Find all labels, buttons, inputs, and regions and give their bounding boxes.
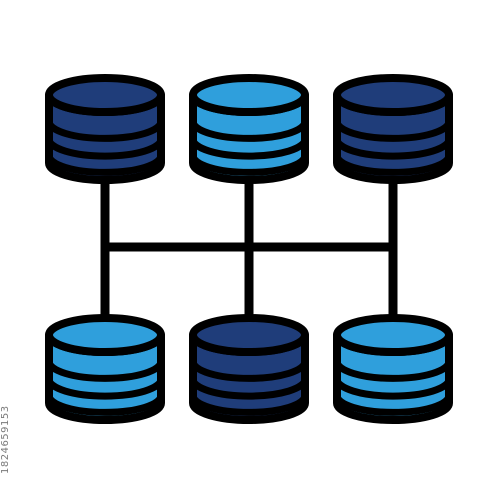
database-band-line <box>333 154 453 176</box>
database-band-line <box>45 360 165 382</box>
database-bottom-right <box>333 314 453 424</box>
database-top-cap <box>333 74 453 116</box>
database-band-line <box>333 378 453 400</box>
database-top-cap <box>45 74 165 116</box>
database-band-line <box>45 154 165 176</box>
database-band-line <box>189 360 309 382</box>
database-band-line <box>45 138 165 160</box>
database-top-right <box>333 74 453 184</box>
database-band-line <box>189 394 309 416</box>
database-band-line <box>333 394 453 416</box>
database-top-cap <box>333 314 453 356</box>
database-top-cap <box>189 74 309 116</box>
database-band-line <box>333 120 453 142</box>
database-band-line <box>45 394 165 416</box>
database-top-cap <box>45 314 165 356</box>
database-band-line <box>333 138 453 160</box>
database-bottom-middle <box>189 314 309 424</box>
database-top-middle <box>189 74 309 184</box>
stock-image-id: 1824659153 <box>0 405 11 475</box>
network-connector-lines <box>100 178 398 330</box>
database-cylinders <box>45 74 453 424</box>
database-band-line <box>189 138 309 160</box>
database-bottom-left <box>45 314 165 424</box>
database-top-cap <box>189 314 309 356</box>
database-band-line <box>333 360 453 382</box>
database-band-line <box>189 378 309 400</box>
database-top-left <box>45 74 165 184</box>
database-band-line <box>45 378 165 400</box>
database-band-line <box>189 120 309 142</box>
database-band-line <box>45 120 165 142</box>
database-band-line <box>189 154 309 176</box>
